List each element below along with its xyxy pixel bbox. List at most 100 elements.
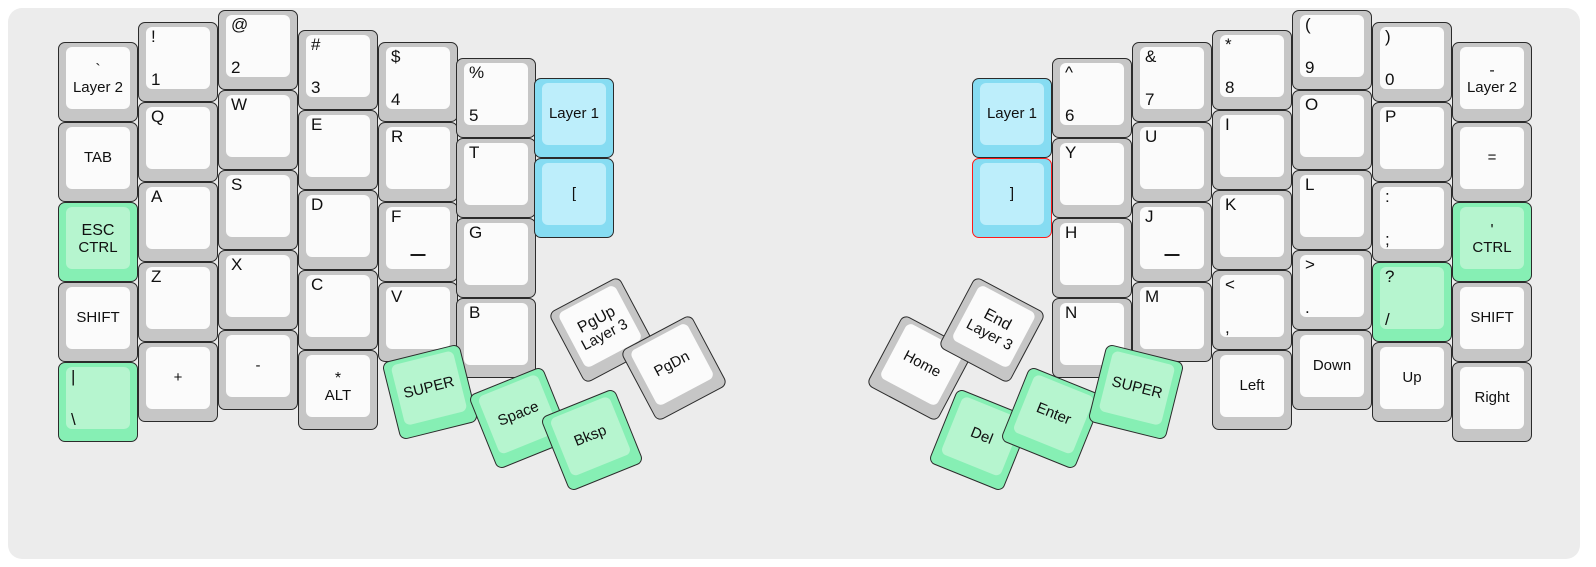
- key-tab[interactable]: TAB: [58, 122, 138, 202]
- keycap: )0: [1380, 27, 1444, 89]
- key-slash[interactable]: ?/: [1372, 262, 1452, 342]
- key-legend: CTRL: [1472, 239, 1512, 257]
- key-legend: ?: [1385, 267, 1395, 286]
- key-legend: D: [311, 195, 324, 214]
- key-legend: O: [1305, 95, 1319, 114]
- key-legend: ): [1385, 27, 1391, 46]
- key-minus-layer2[interactable]: -Layer 2: [1452, 42, 1532, 122]
- key-bracket-right[interactable]: ]: [972, 158, 1052, 238]
- key-o[interactable]: O: [1292, 90, 1372, 170]
- key-m[interactable]: M: [1132, 282, 1212, 362]
- key-legend: <: [1225, 275, 1235, 294]
- keycap: :;: [1380, 187, 1444, 249]
- key-t[interactable]: T: [456, 138, 536, 218]
- key-up[interactable]: Up: [1372, 342, 1452, 422]
- keycap: [: [542, 163, 606, 225]
- key-layer1-left[interactable]: Layer 1: [534, 78, 614, 158]
- key-6[interactable]: ^6: [1052, 58, 1132, 138]
- key-pipe-backslash[interactable]: |\: [58, 362, 138, 442]
- key-bracket-left[interactable]: [: [534, 158, 614, 238]
- key-legend: :: [1385, 187, 1390, 206]
- key-legend: Space: [495, 398, 542, 430]
- key-q[interactable]: Q: [138, 102, 218, 182]
- key-left[interactable]: Left: [1212, 350, 1292, 430]
- key-legend: ,: [1225, 318, 1230, 337]
- key-x[interactable]: X: [218, 250, 298, 330]
- key-i[interactable]: I: [1212, 110, 1292, 190]
- key-d[interactable]: D: [298, 190, 378, 270]
- key-legend: B: [469, 303, 481, 322]
- key-legend: (: [1305, 15, 1311, 34]
- key-4[interactable]: $4: [378, 42, 458, 122]
- key-legend: -: [255, 357, 261, 375]
- key-layer1-right[interactable]: Layer 1: [972, 78, 1052, 158]
- key-3[interactable]: #3: [298, 30, 378, 110]
- key-j[interactable]: J: [1132, 202, 1212, 282]
- key-semicolon[interactable]: :;: [1372, 182, 1452, 262]
- key-k[interactable]: K: [1212, 190, 1292, 270]
- key-shift-right[interactable]: SHIFT: [1452, 282, 1532, 362]
- key-legend: /: [1385, 310, 1390, 329]
- keycap: ^6: [1060, 63, 1124, 125]
- key-legend: F: [391, 207, 402, 226]
- key-2[interactable]: @2: [218, 10, 298, 90]
- keycap: G: [464, 223, 528, 285]
- keycap: 'CTRL: [1460, 207, 1524, 269]
- key-quote-ctrl[interactable]: 'CTRL: [1452, 202, 1532, 282]
- key-equal[interactable]: =: [1452, 122, 1532, 202]
- keycap: <,: [1220, 275, 1284, 337]
- key-8[interactable]: *8: [1212, 30, 1292, 110]
- key-legend: %: [469, 63, 485, 82]
- key-down[interactable]: Down: [1292, 330, 1372, 410]
- key-legend: W: [231, 95, 248, 114]
- key-legend: 6: [1065, 106, 1075, 125]
- key-r[interactable]: R: [378, 122, 458, 202]
- key-c[interactable]: C: [298, 270, 378, 350]
- key-u[interactable]: U: [1132, 122, 1212, 202]
- keycap: H: [1060, 223, 1124, 285]
- key-y[interactable]: Y: [1052, 138, 1132, 218]
- keycap: D: [306, 195, 370, 257]
- key-legend: ]: [1009, 185, 1015, 203]
- key-minus[interactable]: -: [218, 330, 298, 410]
- key-e[interactable]: E: [298, 110, 378, 190]
- keycap: %5: [464, 63, 528, 125]
- key-1[interactable]: !1: [138, 22, 218, 102]
- key-5[interactable]: %5: [456, 58, 536, 138]
- key-period[interactable]: >.: [1292, 250, 1372, 330]
- key-legend: 3: [311, 78, 321, 97]
- key-7[interactable]: &7: [1132, 42, 1212, 122]
- key-legend: 4: [391, 90, 401, 109]
- keycap: ]: [980, 163, 1044, 225]
- key-legend: Del: [968, 423, 996, 449]
- key-w[interactable]: W: [218, 90, 298, 170]
- key-alt[interactable]: *ALT: [298, 350, 378, 430]
- keycap: Up: [1380, 347, 1444, 409]
- key-s[interactable]: S: [218, 170, 298, 250]
- keycap: V: [386, 287, 450, 349]
- keycap: Layer 1: [542, 83, 606, 145]
- key-right[interactable]: Right: [1452, 362, 1532, 442]
- key-9[interactable]: (9: [1292, 10, 1372, 90]
- key-a[interactable]: A: [138, 182, 218, 262]
- key-plus[interactable]: +: [138, 342, 218, 422]
- key-legend: @: [231, 15, 249, 34]
- key-g[interactable]: G: [456, 218, 536, 298]
- key-shift-left[interactable]: SHIFT: [58, 282, 138, 362]
- key-v[interactable]: V: [378, 282, 458, 362]
- key-h[interactable]: H: [1052, 218, 1132, 298]
- key-comma[interactable]: <,: [1212, 270, 1292, 350]
- keycap: ?/: [1380, 267, 1444, 329]
- key-l[interactable]: L: [1292, 170, 1372, 250]
- key-legend: \: [71, 410, 76, 429]
- key-z[interactable]: Z: [138, 262, 218, 342]
- keycap: +: [146, 347, 210, 409]
- key-p[interactable]: P: [1372, 102, 1452, 182]
- key-legend: *: [1225, 35, 1232, 54]
- key-f[interactable]: F: [378, 202, 458, 282]
- key-grave-layer2[interactable]: `Layer 2: [58, 42, 138, 122]
- key-0[interactable]: )0: [1372, 22, 1452, 102]
- key-b[interactable]: B: [456, 298, 536, 378]
- key-legend: A: [151, 187, 163, 206]
